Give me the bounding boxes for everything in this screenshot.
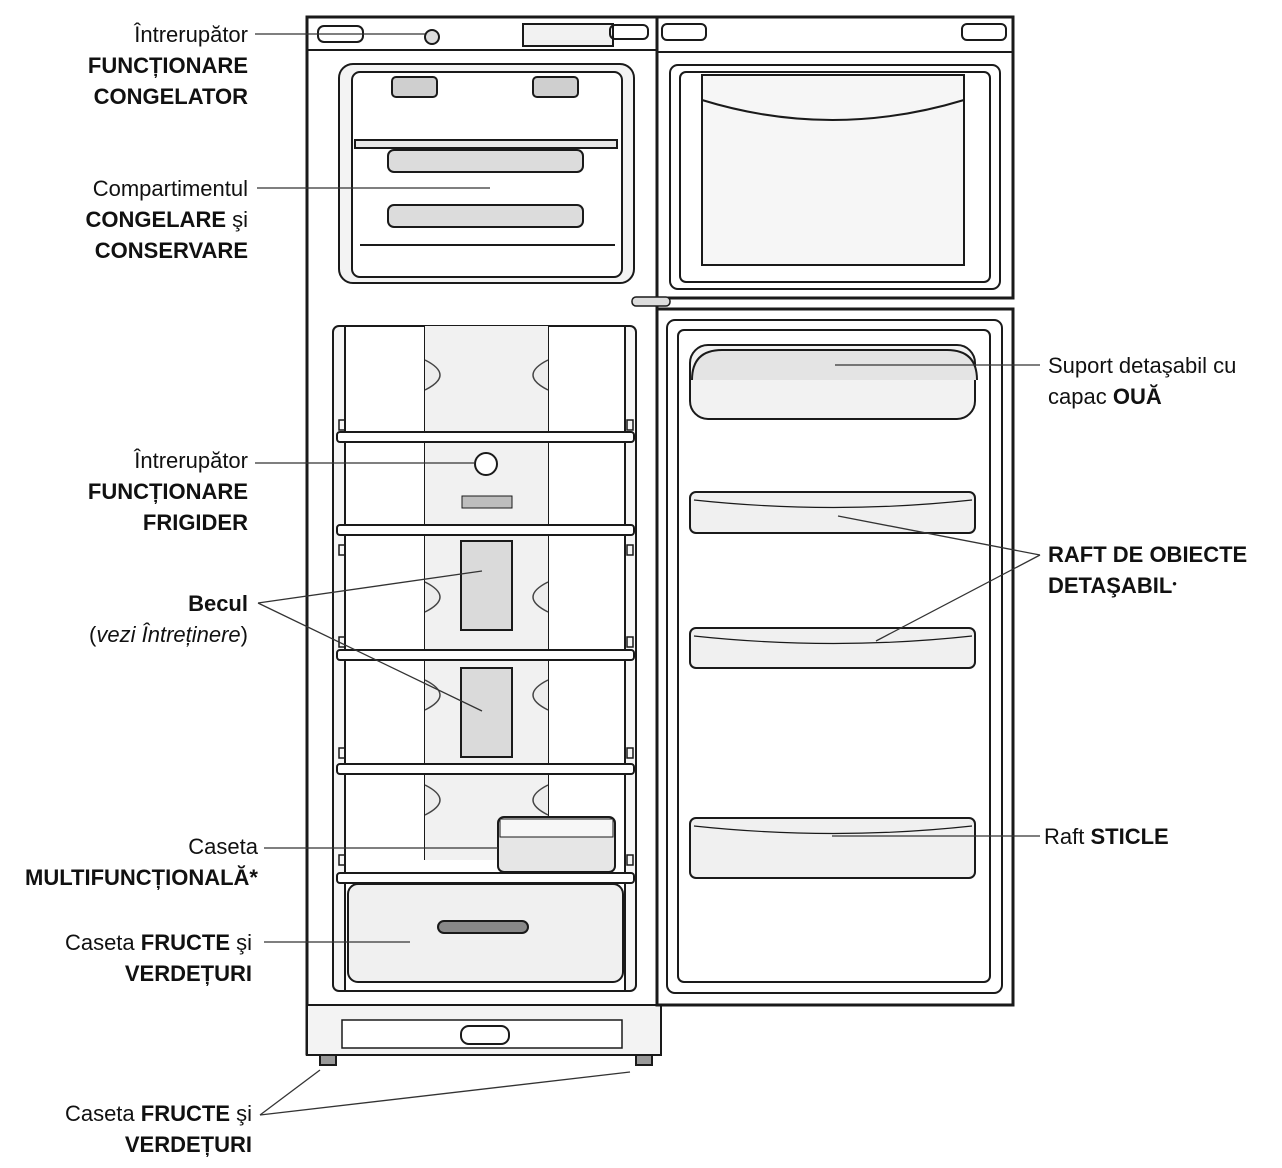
door-shelf-upper bbox=[689, 491, 976, 534]
freezer-switch-knob-icon bbox=[424, 29, 440, 45]
foot-left bbox=[319, 1054, 337, 1066]
label-door-shelf: RAFT DE OBIECTE DETAŞABIL• bbox=[1048, 542, 1248, 598]
label-fridge-switch: Întrerupător FUNCȚIONARE FRIGIDER bbox=[87, 448, 248, 535]
label-freezer-compartment: Compartimentul CONGELARE şi CONSERVARE bbox=[85, 176, 248, 263]
label-feet: Caseta FRUCTE şi VERDEȚURI bbox=[64, 1101, 252, 1157]
foot-right bbox=[635, 1054, 653, 1066]
label-bottle-shelf: Raft STICLE bbox=[1044, 824, 1169, 849]
label-multifunction-box: Caseta MULTIFUNCȚIONALĂ* bbox=[25, 834, 258, 890]
label-bulb: Becul (vezi Întreținere) bbox=[89, 591, 248, 647]
door-shelf-lower bbox=[689, 627, 976, 669]
bottle-shelf-tray bbox=[689, 817, 976, 879]
light-bulb-icon bbox=[460, 540, 513, 631]
fridge-switch-knob-icon bbox=[474, 452, 498, 476]
label-freezer-switch: Întrerupător FUNCȚIONARE CONGELATOR bbox=[87, 22, 248, 109]
label-crisper: Caseta FRUCTE şi VERDEȚURI bbox=[64, 930, 252, 986]
label-egg-holder: Suport detaşabil cu capac OUĂ bbox=[1048, 353, 1237, 409]
